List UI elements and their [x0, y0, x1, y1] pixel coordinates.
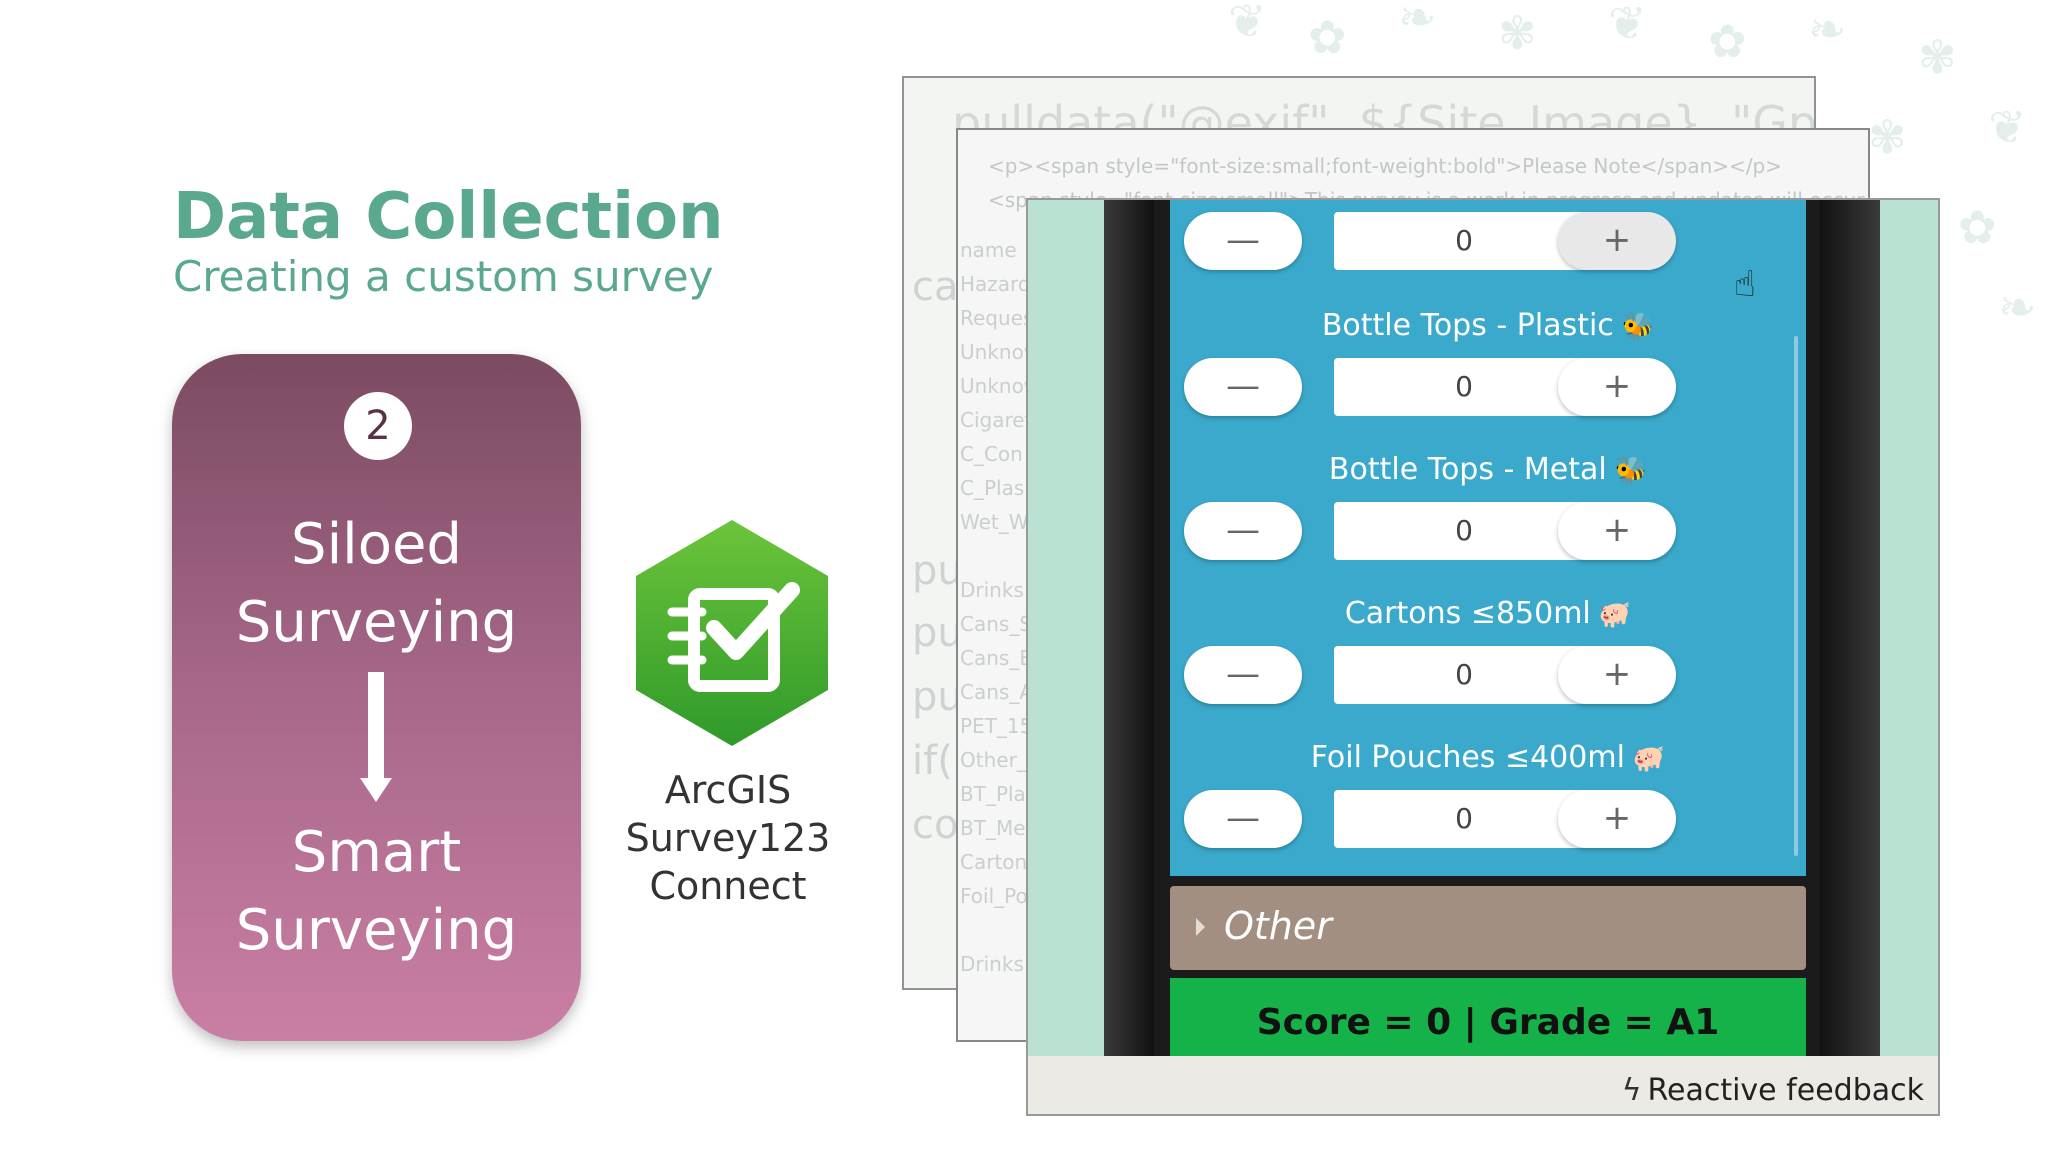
to-text: Smart Surveying	[172, 814, 581, 970]
field-label: Foil Pouches ≤400ml🐖	[1170, 740, 1806, 775]
name-cell: Cartons	[960, 850, 1038, 874]
increment-button[interactable]: +	[1558, 358, 1676, 416]
logo-line-3: Connect	[649, 864, 807, 908]
to-line-2: Surveying	[235, 898, 518, 963]
survey123-logo-icon	[636, 520, 828, 746]
increment-button[interactable]: +	[1558, 646, 1676, 704]
pig-icon: 🐖	[1632, 744, 1666, 774]
stub-text: if(	[912, 738, 953, 784]
name-cell: BT_Met	[960, 816, 1034, 840]
survey-app-screenshot: — 0 ✕ + Bottle Tops - Plastic🐝 — 0 ✕ + B…	[1026, 198, 1940, 1116]
page-title: Data Collection	[173, 180, 724, 254]
score-text: Score = 0 | Grade = A1	[1256, 1002, 1720, 1043]
from-line-1: Siloed	[291, 512, 462, 577]
count-value: 0	[1455, 802, 1473, 835]
name-cell: Cans_B	[960, 646, 1034, 670]
field-label-text: Bottle Tops - Metal	[1328, 452, 1607, 487]
count-value: 0	[1455, 370, 1473, 403]
logo-line-2: Survey123	[625, 816, 831, 860]
name-cell: Cans_A	[960, 680, 1033, 704]
field-label-text: Bottle Tops - Plastic	[1321, 308, 1614, 343]
name-column-header: name	[960, 238, 1017, 262]
decorative-background-pattern: ❦✿ ❧✾ ❦✿ ❧✾ ❦✿ ❧✾	[1228, 0, 2037, 334]
decrement-button[interactable]: —	[1184, 790, 1302, 848]
name-cell: Wet_W	[960, 510, 1029, 534]
stub-text: co	[912, 802, 959, 848]
score-banner: Score = 0 | Grade = A1	[1170, 978, 1806, 1056]
decrement-button[interactable]: —	[1184, 212, 1302, 270]
background-strip	[1880, 200, 1938, 1056]
decrement-button[interactable]: —	[1184, 646, 1302, 704]
field-label-text: Foil Pouches ≤400ml	[1310, 740, 1625, 775]
phone-bezel	[1104, 200, 1154, 1056]
phone-bezel	[1820, 200, 1880, 1056]
bee-icon: 🐝	[1614, 456, 1648, 486]
step-badge: 2	[344, 392, 412, 460]
page-subtitle: Creating a custom survey	[173, 252, 714, 301]
name-cell: Hazard	[960, 272, 1031, 296]
stub-text: pu	[912, 548, 963, 594]
name-cell: PET_15	[960, 714, 1033, 738]
name-cell: C_Plas	[960, 476, 1025, 500]
stub-text: pu	[912, 610, 963, 656]
background-strip	[1028, 200, 1104, 1056]
html-line-1: <p><span style="font-size:small;font-wei…	[988, 154, 1783, 178]
field-label: Bottle Tops - Metal🐝	[1170, 452, 1806, 487]
name-cell: Drinks	[960, 578, 1024, 602]
field-label: Cartons ≤850ml🐖	[1170, 596, 1806, 631]
increment-button[interactable]: +	[1558, 502, 1676, 560]
logo-line-1: ArcGIS	[664, 768, 792, 812]
increment-button[interactable]: +	[1558, 790, 1676, 848]
name-cell: BT_Plas	[960, 782, 1037, 806]
name-cell: Foil_Po	[960, 884, 1028, 908]
down-arrow-icon	[368, 672, 384, 780]
pig-icon: 🐖	[1598, 600, 1632, 630]
from-text: Siloed Surveying	[172, 506, 581, 662]
field-label: Bottle Tops - Plastic🐝	[1170, 308, 1806, 343]
transition-card: 2 Siloed Surveying Smart Surveying	[172, 354, 581, 1041]
decrement-button[interactable]: —	[1184, 502, 1302, 560]
down-arrow-head-icon	[360, 778, 392, 802]
scrollbar[interactable]	[1794, 336, 1798, 856]
count-value: 0	[1455, 658, 1473, 691]
count-value: 0	[1455, 224, 1473, 257]
field-label-text: Cartons ≤850ml	[1344, 596, 1591, 631]
name-cell: C_Con	[960, 442, 1023, 466]
caption-text: Reactive feedback	[1647, 1073, 1925, 1108]
hand-cursor-icon: ☝	[1734, 264, 1756, 305]
other-group-label: Other	[1224, 904, 1332, 948]
bee-icon: 🐝	[1621, 312, 1655, 342]
other-group-header[interactable]: Other	[1170, 886, 1806, 970]
stub-text: ca	[912, 264, 959, 310]
lightning-icon: ϟ	[1621, 1073, 1642, 1108]
decrement-button[interactable]: —	[1184, 358, 1302, 416]
name-cell: Other_	[960, 748, 1027, 772]
increment-button[interactable]: +	[1558, 212, 1676, 270]
stub-text: pu	[912, 674, 963, 720]
expand-caret-icon	[1196, 918, 1205, 936]
to-line-1: Smart	[291, 820, 462, 885]
logo-caption: ArcGIS Survey123 Connect	[608, 766, 848, 910]
name-cell: Drinks	[960, 952, 1024, 976]
count-value: 0	[1455, 514, 1473, 547]
from-line-2: Surveying	[235, 590, 518, 655]
name-cell: Cans_S	[960, 612, 1033, 636]
counter-group: — 0 ✕ + Bottle Tops - Plastic🐝 — 0 ✕ + B…	[1170, 200, 1806, 876]
